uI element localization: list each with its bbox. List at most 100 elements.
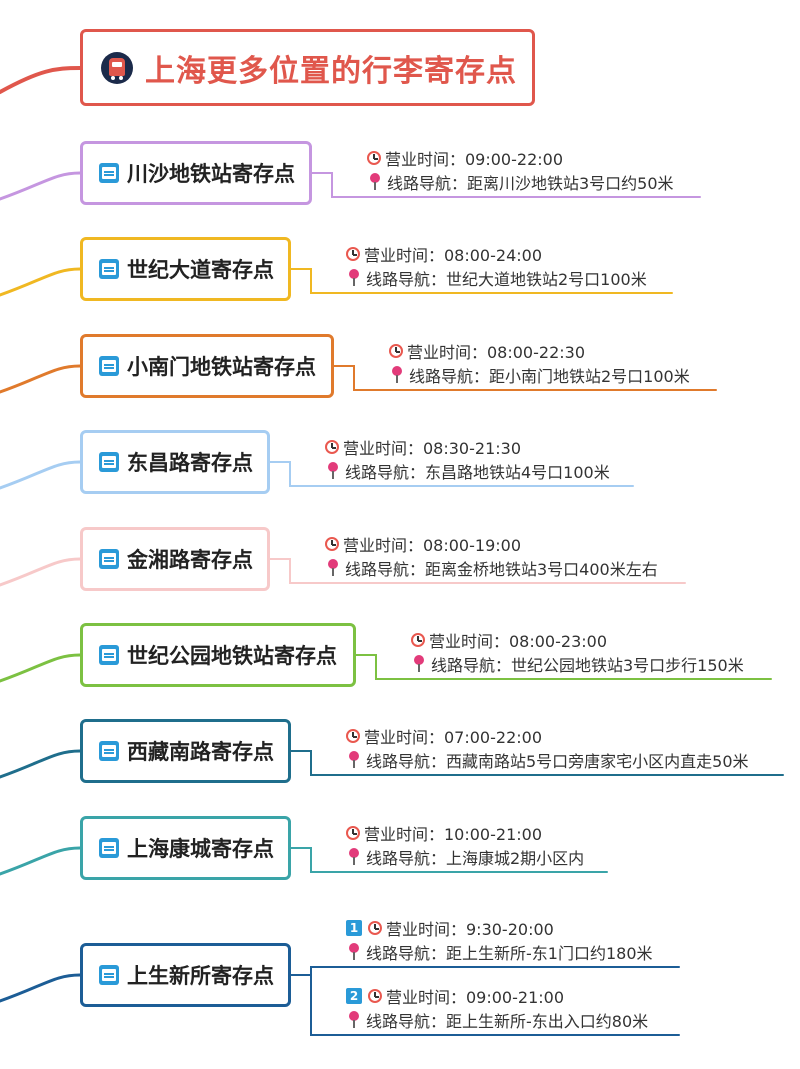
route-line: 线路导航：距离川沙地铁站3号口约50米 bbox=[367, 171, 674, 193]
branch-connector bbox=[0, 364, 82, 394]
route-line: 线路导航：距离金桥地铁站3号口400米左右 bbox=[325, 557, 658, 579]
detail-connector bbox=[310, 974, 680, 1036]
branch-connector bbox=[0, 846, 82, 876]
entry-number-badge: 1 bbox=[346, 920, 362, 936]
hours-line: 营业时间：08:00-24:00 bbox=[346, 243, 542, 265]
route-line: 线路导航：世纪公园地铁站3号口步行150米 bbox=[411, 653, 744, 675]
route-text: 线路导航：西藏南路站5号口旁唐家宅小区内直走50米 bbox=[366, 752, 749, 771]
location-card-icon bbox=[99, 259, 119, 279]
route-text: 线路导航：距上生新所-东出入口约80米 bbox=[366, 1012, 649, 1031]
branch-connector bbox=[0, 749, 82, 779]
location-name: 金湘路寄存点 bbox=[127, 548, 253, 572]
branch-connector bbox=[0, 973, 82, 1003]
branch-connector bbox=[0, 653, 82, 683]
route-line: 线路导航：西藏南路站5号口旁唐家宅小区内直走50米 bbox=[346, 749, 749, 771]
route-text: 线路导航：世纪大道地铁站2号口100米 bbox=[366, 270, 647, 289]
alarm-clock-icon bbox=[346, 247, 360, 261]
branch-connector bbox=[0, 267, 82, 297]
route-text: 线路导航：距离金桥地铁站3号口400米左右 bbox=[345, 560, 658, 579]
detail-connector bbox=[355, 654, 772, 680]
map-pin-icon bbox=[325, 461, 341, 481]
location-node[interactable]: 小南门地铁站寄存点 bbox=[80, 334, 334, 398]
map-pin-icon bbox=[346, 847, 362, 867]
location-name: 世纪公园地铁站寄存点 bbox=[127, 644, 337, 668]
hours-text: 营业时间：10:00-21:00 bbox=[364, 825, 542, 844]
location-card-icon bbox=[99, 838, 119, 858]
hours-text: 营业时间：07:00-22:00 bbox=[364, 728, 542, 747]
route-text: 线路导航：东昌路地铁站4号口100米 bbox=[345, 463, 610, 482]
title-box: 上海更多位置的行李寄存点 bbox=[80, 29, 535, 106]
route-text: 线路导航：距小南门地铁站2号口100米 bbox=[409, 367, 690, 386]
hours-line: 营业时间：09:00-22:00 bbox=[367, 147, 563, 169]
hours-line: 营业时间：08:00-19:00 bbox=[325, 533, 521, 555]
location-card-icon bbox=[99, 741, 119, 761]
alarm-clock-icon bbox=[368, 989, 382, 1003]
location-card-icon bbox=[99, 965, 119, 985]
alarm-clock-icon bbox=[411, 633, 425, 647]
location-node[interactable]: 西藏南路寄存点 bbox=[80, 719, 291, 783]
entry-number-badge: 2 bbox=[346, 988, 362, 1004]
location-node[interactable]: 世纪公园地铁站寄存点 bbox=[80, 623, 356, 687]
hours-line: 营业时间：08:00-22:30 bbox=[389, 340, 585, 362]
route-line: 线路导航：距上生新所-东1门口约180米 bbox=[346, 941, 653, 963]
hours-text: 营业时间：08:30-21:30 bbox=[343, 439, 521, 458]
alarm-clock-icon bbox=[367, 151, 381, 165]
map-pin-icon bbox=[325, 558, 341, 578]
location-node[interactable]: 川沙地铁站寄存点 bbox=[80, 141, 312, 205]
map-pin-icon bbox=[346, 942, 362, 962]
route-text: 线路导航：上海康城2期小区内 bbox=[366, 849, 585, 868]
detail-connector bbox=[333, 365, 717, 391]
hours-text: 营业时间：08:00-24:00 bbox=[364, 246, 542, 265]
alarm-clock-icon bbox=[389, 344, 403, 358]
location-node[interactable]: 金湘路寄存点 bbox=[80, 527, 270, 591]
alarm-clock-icon bbox=[325, 537, 339, 551]
hours-text: 营业时间：09:00-22:00 bbox=[385, 150, 563, 169]
map-pin-icon bbox=[411, 654, 427, 674]
detail-connector bbox=[311, 172, 701, 198]
branch-connector bbox=[0, 171, 82, 201]
map-pin-icon bbox=[367, 172, 383, 192]
route-text: 线路导航：距上生新所-东1门口约180米 bbox=[366, 944, 653, 963]
route-text: 线路导航：距离川沙地铁站3号口约50米 bbox=[387, 174, 674, 193]
location-card-icon bbox=[99, 163, 119, 183]
location-card-icon bbox=[99, 549, 119, 569]
detail-connector bbox=[269, 558, 686, 584]
location-node[interactable]: 上海康城寄存点 bbox=[80, 816, 291, 880]
hours-line: 营业时间：07:00-22:00 bbox=[346, 725, 542, 747]
location-name: 东昌路寄存点 bbox=[127, 451, 253, 475]
location-name: 上海康城寄存点 bbox=[127, 837, 274, 861]
route-line: 线路导航：世纪大道地铁站2号口100米 bbox=[346, 267, 647, 289]
detail-connector bbox=[290, 966, 680, 976]
hours-line: 营业时间：10:00-21:00 bbox=[346, 822, 542, 844]
alarm-clock-icon bbox=[346, 729, 360, 743]
hours-text: 营业时间：08:00-22:30 bbox=[407, 343, 585, 362]
location-name: 上生新所寄存点 bbox=[127, 964, 274, 988]
route-text: 线路导航：世纪公园地铁站3号口步行150米 bbox=[431, 656, 744, 675]
route-line: 线路导航：东昌路地铁站4号口100米 bbox=[325, 460, 610, 482]
route-line: 线路导航：上海康城2期小区内 bbox=[346, 846, 584, 868]
location-card-icon bbox=[99, 452, 119, 472]
location-card-icon bbox=[99, 645, 119, 665]
metro-train-icon bbox=[101, 51, 133, 84]
hours-text: 营业时间：09:00-21:00 bbox=[386, 988, 564, 1007]
detail-connector bbox=[269, 461, 634, 487]
location-node[interactable]: 东昌路寄存点 bbox=[80, 430, 270, 494]
location-name: 世纪大道寄存点 bbox=[127, 258, 274, 282]
detail-connector bbox=[290, 268, 673, 294]
location-node[interactable]: 世纪大道寄存点 bbox=[80, 237, 291, 301]
map-pin-icon bbox=[346, 268, 362, 288]
hours-text: 营业时间：08:00-19:00 bbox=[343, 536, 521, 555]
hours-line: 营业时间：08:30-21:30 bbox=[325, 436, 521, 458]
route-line: 线路导航：距上生新所-东出入口约80米 bbox=[346, 1009, 648, 1031]
location-node[interactable]: 上生新所寄存点 bbox=[80, 943, 291, 1007]
branch-connector bbox=[0, 460, 82, 490]
location-name: 西藏南路寄存点 bbox=[127, 740, 274, 764]
map-pin-icon bbox=[346, 750, 362, 770]
map-pin-icon bbox=[346, 1010, 362, 1030]
page-title: 上海更多位置的行李寄存点 bbox=[145, 53, 517, 89]
detail-connector bbox=[290, 750, 784, 776]
hours-line: 营业时间：08:00-23:00 bbox=[411, 629, 607, 651]
branch-connector bbox=[0, 557, 82, 587]
hours-line: 2 营业时间：09:00-21:00 bbox=[346, 985, 564, 1007]
